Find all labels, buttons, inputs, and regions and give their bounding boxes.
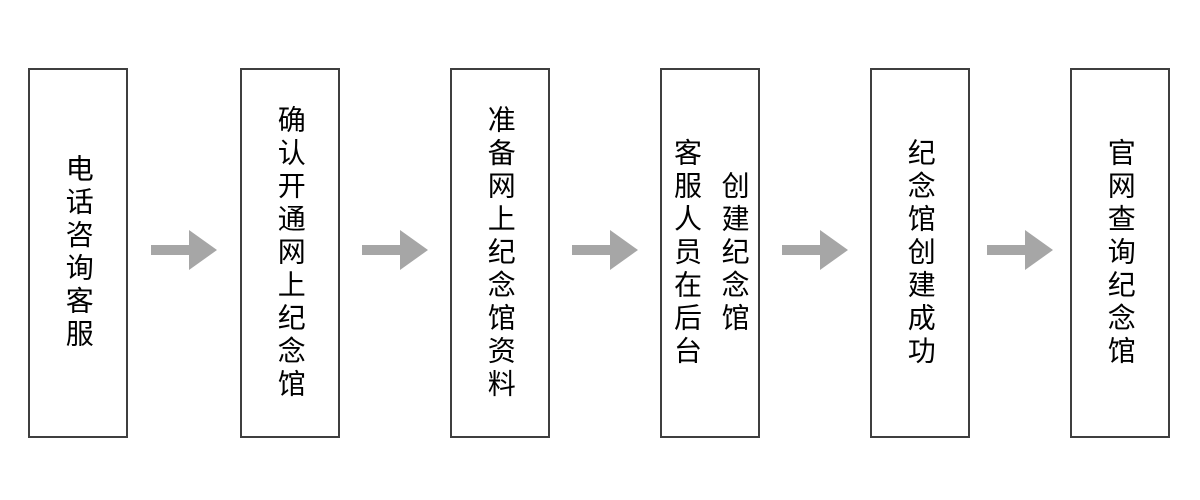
flow-step-box: 电话咨询客服 bbox=[28, 68, 128, 438]
flow-step-label: 客服人员在后台 创建纪念馆 bbox=[671, 137, 750, 369]
arrow-right-icon bbox=[782, 228, 848, 272]
flow-step-box: 准备网上纪念馆资料 bbox=[450, 68, 550, 438]
arrow-right-icon bbox=[572, 228, 638, 272]
flow-step-label: 纪念馆创建成功 bbox=[904, 137, 936, 369]
flow-step-box: 官网查询纪念馆 bbox=[1070, 68, 1170, 438]
flow-step-box: 确认开通网上纪念馆 bbox=[240, 68, 340, 438]
flow-step-label: 官网查询纪念馆 bbox=[1104, 137, 1136, 369]
flow-step-label: 准备网上纪念馆资料 bbox=[484, 104, 516, 402]
arrow-right-icon bbox=[151, 228, 217, 272]
arrow-right-icon bbox=[987, 228, 1053, 272]
flow-step-label: 确认开通网上纪念馆 bbox=[274, 104, 306, 402]
arrow-right-icon bbox=[362, 228, 428, 272]
flow-step-box: 纪念馆创建成功 bbox=[870, 68, 970, 438]
flow-step-box: 客服人员在后台 创建纪念馆 bbox=[660, 68, 760, 438]
flow-step-label: 电话咨询客服 bbox=[62, 154, 94, 352]
